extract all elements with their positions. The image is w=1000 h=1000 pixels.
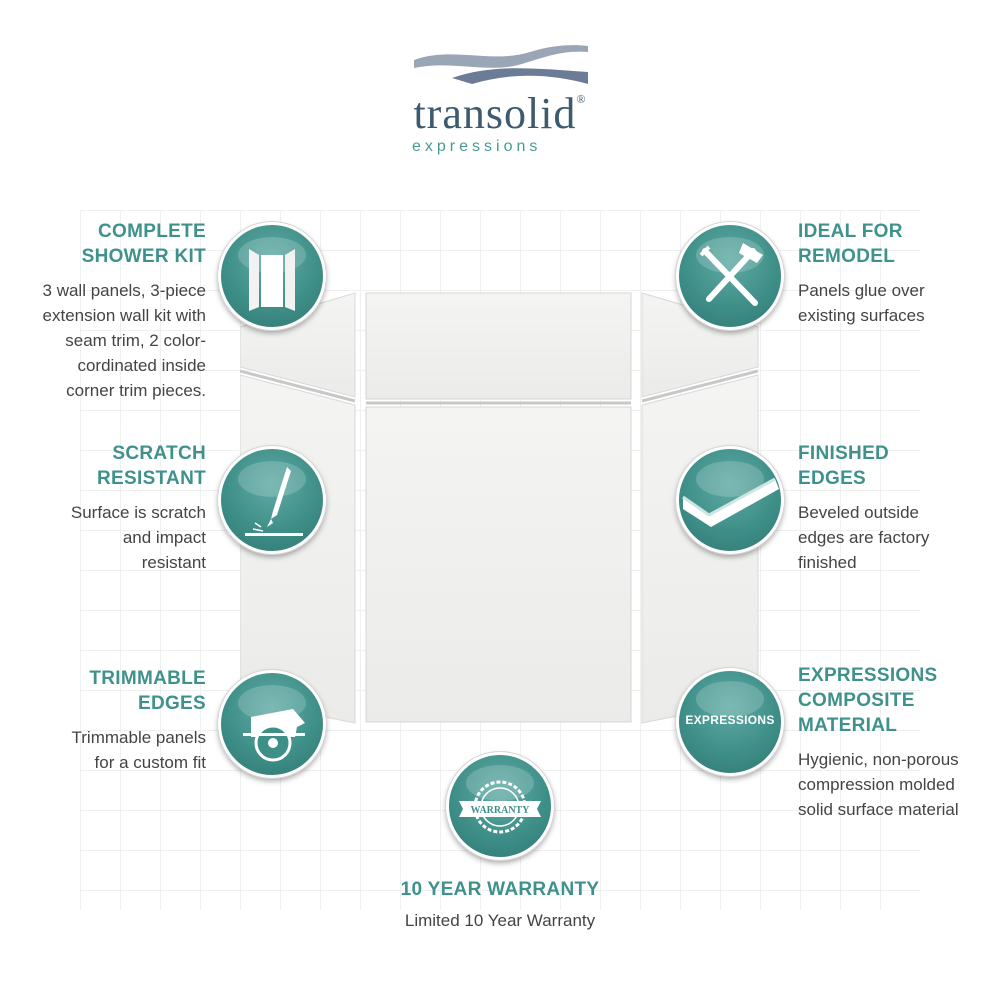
feature-description: Limited 10 Year Warranty <box>404 911 596 930</box>
feature-description: Panels glue over existing surfaces <box>798 281 925 325</box>
scalpel-icon <box>217 445 327 555</box>
feature-description: Hygienic, non-porous compression molded … <box>798 750 959 819</box>
brand-name: transolid® <box>413 89 587 138</box>
warranty-badge-text: WARRANTY <box>471 805 531 816</box>
feature-warranty: 10 YEAR WARRANTY Limited 10 Year Warrant… <box>300 877 700 933</box>
shower-kit-icon <box>217 221 327 331</box>
feature-description: Beveled outside edges are factory finish… <box>798 503 930 572</box>
expressions-material-icon: EXPRESSIONS <box>675 667 785 777</box>
feature-description: 3 wall panels, 3-piece extension wall ki… <box>42 281 206 400</box>
tools-icon <box>675 221 785 331</box>
beveled-edge-icon <box>675 445 785 555</box>
brand-wave-logo <box>414 45 588 84</box>
feature-description: Surface is scratch and impact resistant <box>70 503 206 572</box>
expressions-icon-label: EXPRESSIONS <box>685 713 775 727</box>
circular-saw-icon <box>217 669 327 779</box>
feature-title: 10 YEAR WARRANTY <box>400 879 600 900</box>
warranty-badge-icon: WARRANTY <box>445 751 555 861</box>
feature-description: Trimmable panels for a custom fit <box>71 728 206 772</box>
brand-tagline: expressions <box>412 138 542 155</box>
